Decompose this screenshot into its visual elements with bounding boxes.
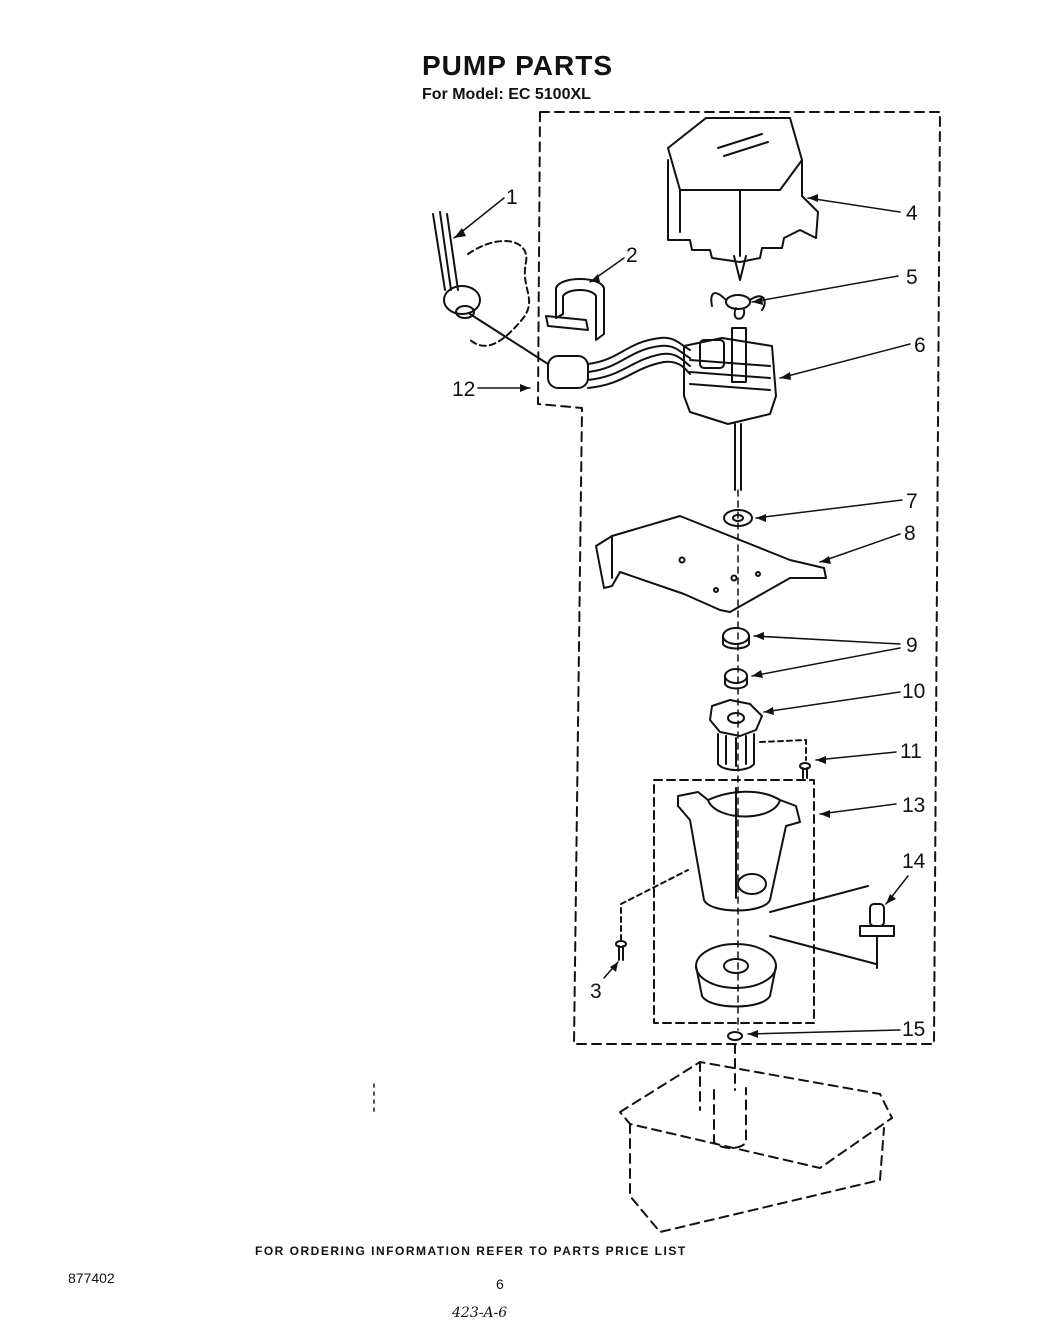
callout-8: 8 [904, 522, 916, 545]
leader-lines [453, 197, 911, 1035]
part-wire-lead [432, 211, 549, 365]
callout-3: 3 [590, 980, 602, 1003]
callout-12: 12 [452, 378, 475, 401]
callout-1: 1 [506, 186, 518, 209]
callout-4: 4 [906, 202, 918, 225]
part-pump-motor [683, 327, 777, 491]
housing-boundary [653, 779, 815, 1024]
page-title: PUMP PARTS [422, 50, 613, 81]
callout-13: 13 [902, 794, 925, 817]
part-pump-housing [677, 787, 801, 912]
ordering-note: FOR ORDERING INFORMATION REFER TO PARTS … [255, 1244, 687, 1258]
part-motor-cover [667, 117, 819, 281]
part-clip [545, 278, 605, 341]
callout-9: 9 [906, 634, 918, 657]
callout-5: 5 [906, 266, 918, 289]
callout-2: 2 [626, 244, 638, 267]
document-number: 877402 [68, 1270, 115, 1286]
callout-7: 7 [906, 490, 918, 513]
assembly-boundary [537, 111, 941, 1045]
reservoir-tank [619, 1043, 893, 1233]
model-line: For Model: EC 5100XL [422, 86, 591, 103]
part-wire-harness [547, 336, 691, 389]
part-bushing [722, 627, 750, 690]
part-float-switch [769, 885, 895, 969]
callout-6: 6 [914, 334, 926, 357]
callout-15: 15 [902, 1018, 925, 1041]
part-pump-base [695, 943, 777, 1008]
handwritten-reference: 423-A-6 [452, 1305, 508, 1321]
callout-14: 14 [902, 850, 926, 873]
arrow-heads [454, 194, 896, 1038]
part-screw-11 [759, 739, 811, 779]
part-impeller [709, 699, 763, 771]
part-mounting-bracket [595, 515, 827, 613]
callout-11: 11 [900, 740, 922, 763]
part-washer [727, 1031, 743, 1041]
part-screw-3 [615, 869, 689, 961]
page-number: 6 [496, 1276, 504, 1292]
part-fan-blade [710, 292, 766, 320]
callout-10: 10 [902, 680, 925, 703]
